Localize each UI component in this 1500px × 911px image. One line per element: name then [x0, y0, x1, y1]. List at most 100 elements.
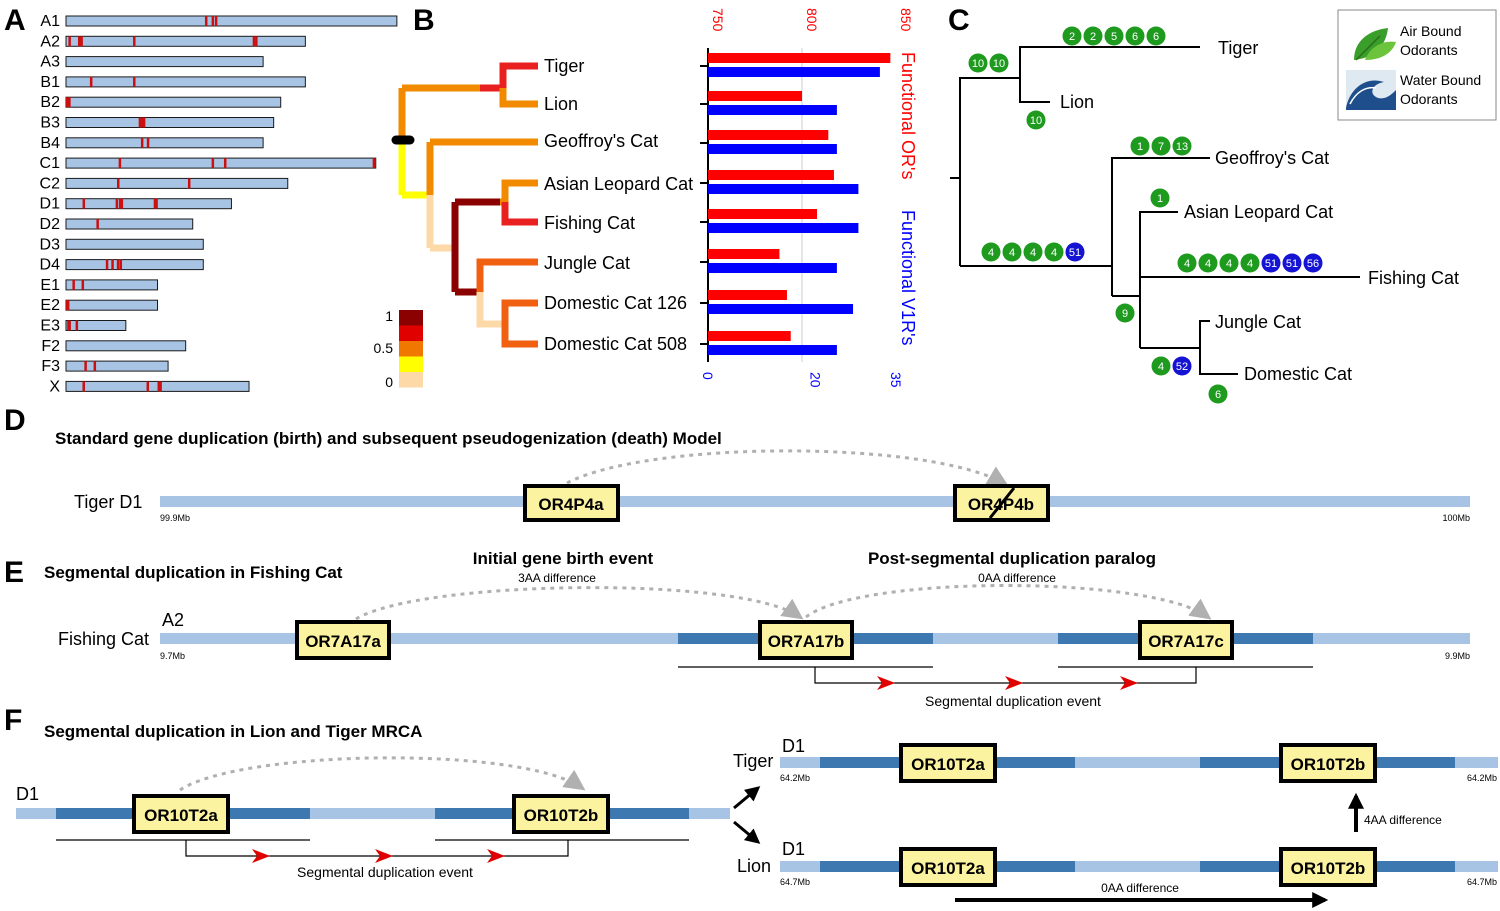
top-tick-label: 750: [710, 8, 726, 32]
badge-value: 1: [1137, 141, 1143, 153]
v1r-bar: [708, 345, 837, 355]
or-gene-mark: [111, 259, 114, 270]
gene-or10t2b-mrca: OR10T2b: [512, 794, 610, 834]
leaf-icon: [1354, 28, 1396, 61]
or-gene-mark: [118, 158, 122, 169]
or-gene-mark: [372, 158, 376, 169]
panel-f-bracket: [56, 839, 689, 857]
or-bar: [708, 249, 780, 259]
gene-or10t2b-tiger: OR10T2b: [1279, 743, 1377, 783]
split-arrow-lion: [733, 820, 761, 844]
or-gene-mark: [89, 76, 93, 87]
series-label-or: Functional OR's: [898, 52, 918, 180]
chromosome-label: E1: [40, 277, 60, 294]
badge: [981, 242, 1001, 262]
or-gene-mark: [68, 320, 71, 331]
or-gene-mark: [118, 198, 122, 209]
badge-value: 4: [1205, 258, 1211, 270]
chromosome-label: F2: [41, 338, 60, 355]
or-gene-mark: [157, 381, 161, 392]
chromosome-label: D1: [40, 196, 61, 213]
panel-label-e: E: [4, 556, 24, 589]
badge-value: 10: [1030, 115, 1042, 127]
badge-value: 52: [1176, 361, 1188, 373]
bottom-tick-label: 20: [807, 372, 823, 388]
badge: [1130, 136, 1150, 156]
panel-e-start: 9.7Mb: [160, 651, 185, 661]
svg-text:OR10T2a: OR10T2a: [911, 859, 985, 878]
or-gene-mark: [119, 259, 123, 270]
badge: [1208, 384, 1228, 404]
lion-chrom: D1: [782, 839, 805, 859]
or-gene-mark: [223, 158, 227, 169]
gene-or10t2a-mrca: OR10T2a: [132, 794, 230, 834]
or-bar: [708, 290, 787, 300]
chromosome-bar: [65, 117, 275, 128]
panel-e-track-label: Fishing Cat: [58, 629, 149, 649]
badge-value: 9: [1122, 308, 1128, 320]
or-gene-mark: [80, 36, 83, 47]
badge: [1172, 136, 1192, 156]
gene-or10t2a-lion: OR10T2a: [899, 847, 997, 887]
scale-label: 0.5: [374, 340, 394, 356]
species-label: Geoffroy's Cat: [1215, 148, 1329, 168]
svg-text:OR10T2b: OR10T2b: [1291, 755, 1366, 774]
panel-e-chrom: A2: [162, 610, 184, 630]
gene-or7a17b: OR7A17b: [758, 620, 854, 660]
species-label: Jungle Cat: [1215, 312, 1301, 332]
red-arrowhead: [252, 849, 270, 863]
or-gene-mark: [204, 16, 208, 26]
badge-value: 4: [1051, 247, 1057, 259]
legend-water-line2: Odorants: [1400, 91, 1458, 107]
or-gene-mark: [140, 117, 144, 128]
chromosome-label: B4: [40, 135, 60, 152]
v1r-bar: [708, 263, 837, 273]
panel-f-event: Segmental duplication event: [297, 864, 473, 880]
or-bar: [708, 331, 791, 341]
v1r-bar: [708, 67, 880, 77]
badge-value: 4: [1226, 258, 1232, 270]
bottom-tick-label: 35: [888, 372, 904, 388]
or-gene-mark: [72, 279, 75, 290]
badge: [1125, 26, 1145, 46]
or-gene-mark: [255, 36, 258, 47]
badge: [1026, 110, 1046, 130]
lion-end: 64.7Mb: [1467, 877, 1497, 887]
or-gene-mark: [211, 158, 215, 169]
panel-f-title: Segmental duplication in Lion and Tiger …: [44, 722, 422, 741]
badge: [1065, 242, 1085, 262]
scale-label: 0: [385, 374, 393, 390]
or-gene-mark: [142, 117, 146, 128]
lion-start: 64.7Mb: [780, 877, 810, 887]
or-gene-mark: [82, 198, 86, 209]
panel-d-start: 99.9Mb: [160, 513, 190, 523]
red-arrowhead: [1120, 676, 1138, 690]
panel-c-tree: [950, 46, 1360, 375]
badge-value: 10: [993, 58, 1005, 70]
chromosome-label: C2: [40, 175, 61, 192]
or-gene-mark: [115, 198, 119, 209]
legend-air-line1: Air Bound: [1400, 23, 1461, 39]
panel-d-title: Standard gene duplication (birth) and su…: [55, 429, 722, 448]
or-gene-mark: [82, 381, 85, 392]
scale-swatch: [399, 341, 423, 357]
svg-text:OR7A17b: OR7A17b: [768, 632, 845, 651]
chromosome-label: F3: [41, 358, 60, 375]
or-bar: [708, 209, 818, 219]
or-gene-mark: [133, 36, 136, 47]
species-label: Domestic Cat: [1244, 364, 1352, 384]
chromosome-bar: [65, 177, 289, 189]
badge: [1002, 242, 1022, 262]
chromosome-label: B1: [40, 74, 60, 91]
panel-e-note1: Initial gene birth event: [473, 549, 654, 568]
badge-value: 4: [1247, 258, 1253, 270]
scale-swatch: [399, 310, 423, 326]
bottom-tick-label: 0: [700, 372, 716, 380]
scale-swatch: [399, 325, 423, 341]
badge-value: 13: [1176, 141, 1188, 153]
chromosome-bar: [65, 56, 264, 68]
panel-e-arrow2: [805, 584, 1212, 620]
or-gene-mark: [68, 97, 71, 108]
